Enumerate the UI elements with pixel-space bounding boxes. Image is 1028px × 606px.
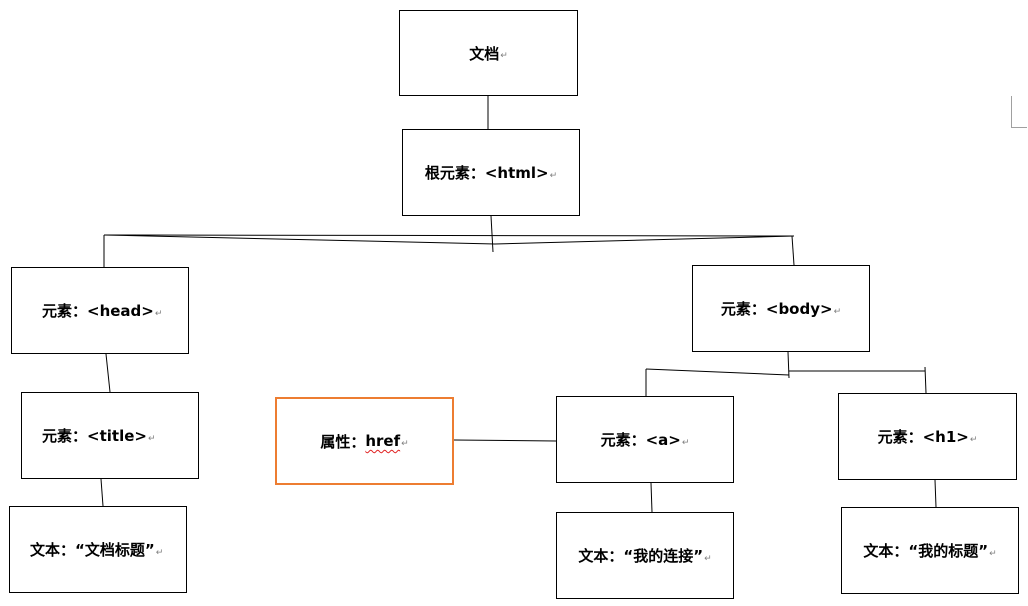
paragraph-mark-icon: ↵	[969, 434, 978, 445]
connector-head-title	[105, 353, 111, 393]
node-title-tag: <title>	[87, 426, 147, 445]
node-attribute-href: 属性：href↵	[275, 397, 454, 485]
node-head-label: 元素：	[42, 302, 88, 320]
node-body-label: 元素：	[720, 300, 766, 318]
paragraph-mark-icon: ↵	[401, 439, 409, 449]
connector-h1-text	[934, 479, 937, 508]
node-ttext-value: “文档标题”	[75, 541, 155, 559]
connector-body-down	[787, 351, 790, 379]
paragraph-mark-icon: ↵	[154, 308, 163, 319]
node-root-tag: <html>	[484, 163, 549, 182]
node-text-h1: 文本：“我的标题”↵	[841, 507, 1019, 594]
connector-title-text	[100, 478, 104, 507]
paragraph-mark-icon: ↵	[147, 433, 156, 444]
connector-level3-bar-left	[645, 368, 790, 376]
connector-html-down	[490, 215, 494, 253]
node-text-a: 文本：“我的连接”↵	[556, 512, 734, 599]
node-title-label: 元素：	[42, 427, 88, 445]
node-head-tag: <head>	[87, 301, 154, 320]
paragraph-mark-icon: ↵	[704, 553, 712, 564]
node-text-title: 文本：“文档标题”↵	[9, 506, 187, 593]
node-a-tag: <a>	[645, 430, 681, 449]
connector-level2-bar	[103, 234, 795, 237]
node-attr-label: 属性：	[320, 432, 366, 451]
node-a-label: 元素：	[600, 431, 646, 449]
connector-a-text	[650, 482, 653, 513]
connector-level2-slant	[103, 234, 496, 245]
node-element-body: 元素：<body>↵	[692, 265, 870, 352]
paragraph-mark-icon: ↵	[500, 51, 508, 61]
node-document: 文档↵	[399, 10, 578, 96]
node-body-tag: <body>	[765, 299, 833, 318]
connector-level2-slant-right	[494, 235, 795, 245]
connector-to-h1	[924, 366, 927, 394]
node-atext-label: 文本：	[578, 547, 624, 565]
paragraph-mark-icon: ↵	[833, 306, 842, 317]
paragraph-mark-icon: ↵	[549, 170, 558, 181]
node-attr-value: href	[365, 432, 401, 450]
node-atext-value: “我的连接”	[623, 547, 704, 565]
node-h1text-value: “我的标题”	[908, 542, 989, 560]
paragraph-mark-icon: ↵	[155, 547, 164, 558]
node-ttext-label: 文本：	[30, 541, 76, 559]
node-root-label: 根元素：	[424, 164, 485, 182]
node-h1text-label: 文本：	[863, 542, 909, 560]
page-corner-mark	[1011, 96, 1027, 128]
node-h1-label: 元素：	[877, 428, 923, 446]
node-h1-tag: <h1>	[922, 427, 969, 446]
node-element-title: 元素：<title>↵	[21, 392, 199, 479]
connector-href-a	[453, 439, 557, 442]
node-element-head: 元素：<head>↵	[11, 267, 189, 354]
node-element-h1: 元素：<h1>↵	[838, 393, 1017, 480]
paragraph-mark-icon: ↵	[989, 548, 997, 559]
paragraph-mark-icon: ↵	[681, 437, 690, 448]
node-document-label: 文档	[469, 44, 500, 63]
node-root-html: 根元素：<html>↵	[402, 129, 580, 216]
connector-to-body	[791, 235, 795, 266]
node-element-a: 元素：<a>↵	[556, 396, 734, 483]
